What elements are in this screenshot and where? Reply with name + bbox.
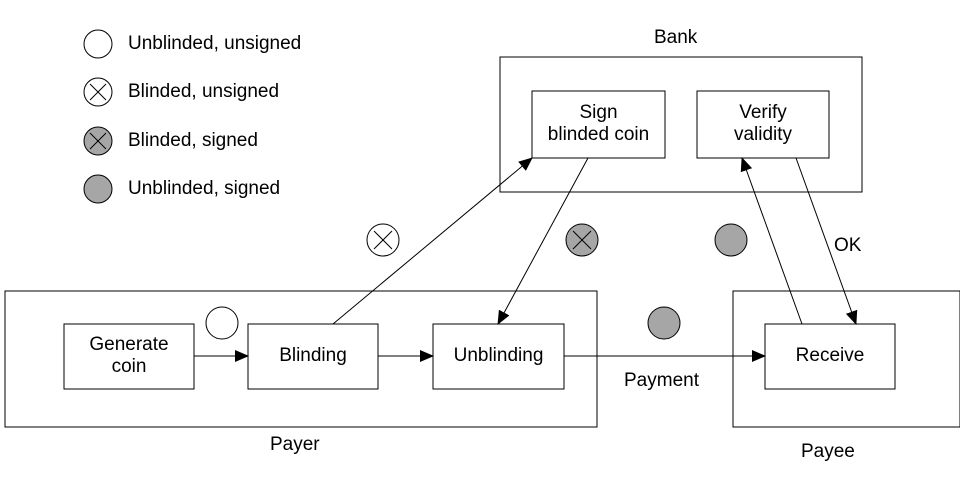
legend-label-unblinded-unsigned: Unblinded, unsigned [128, 33, 302, 54]
arrows [194, 157, 858, 362]
receive-box [764, 323, 896, 390]
blinding-label: Blinding [279, 345, 347, 366]
bank-group-box [499, 56, 863, 193]
payee-group-box [732, 290, 960, 428]
legend-label-blinded-unsigned: Blinded, unsigned [128, 81, 280, 102]
bank-group-title: Bank [654, 27, 698, 48]
verify-validity-label: Verify validity [733, 102, 793, 145]
sign-blinded-coin-box [531, 90, 666, 159]
ok-edge-label: OK [834, 235, 862, 256]
arrow-verify-to-receive [795, 157, 858, 325]
blinded-signed-icon [83, 126, 113, 156]
payment-edge-label: Payment [624, 370, 699, 391]
legend-label-blinded-signed: Blinded, signed [128, 130, 258, 151]
generate-coin-box [63, 323, 195, 390]
blinding-box [247, 323, 379, 390]
sign-blinded-coin-label: Sign blinded coin [547, 102, 650, 145]
unblinded-signed-icon [714, 223, 748, 257]
payer-group-title: Payer [270, 434, 320, 455]
unblinding-label: Unblinding [453, 345, 544, 366]
unblinded-signed-icon [83, 174, 113, 204]
arrow-receive-to-verify [740, 157, 803, 325]
legend [83, 29, 113, 204]
payer-group-box [4, 290, 598, 428]
receive-label: Receive [795, 345, 865, 366]
payee-group-title: Payee [801, 441, 855, 462]
unblinded-signed-icon [647, 306, 681, 340]
unblinded-unsigned-icon [205, 306, 239, 340]
arrow-blinding-to-sign [332, 157, 533, 325]
legend-label-unblinded-signed: Unblinded, signed [128, 178, 281, 199]
verify-validity-box [696, 90, 830, 159]
arrow-sign-to-unblinding [497, 157, 589, 325]
blinded-signed-icon [565, 223, 599, 257]
generate-coin-label: Generate coin [89, 334, 169, 377]
blinded-unsigned-icon [83, 77, 113, 107]
unblinded-unsigned-icon [83, 29, 113, 59]
blinded-unsigned-icon [366, 223, 400, 257]
